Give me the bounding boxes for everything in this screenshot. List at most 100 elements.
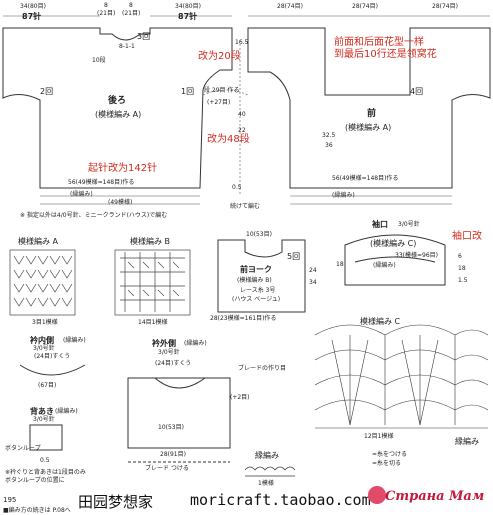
back-label-2: 2回 — [40, 87, 54, 96]
neck-top-a: 8 — [104, 2, 108, 9]
front-red-note-1: 前面和后面花型一样 — [334, 37, 424, 48]
watermark-chinese: 田园梦想家 — [78, 493, 154, 511]
front-dim-b: 36 — [325, 142, 333, 149]
collar-outer-title: 衿外側 — [152, 339, 176, 348]
pattern-b-footer: 14目1模様 — [138, 319, 168, 326]
neck-top-d: 8 — [129, 2, 133, 9]
yoke-title: 前ヨーク — [240, 265, 272, 274]
footnote: ※ 指定以外は4/0号針、ミニークランド(ハウス)で編む — [20, 212, 168, 219]
page-number: 195 — [3, 496, 17, 504]
neck-top-c: (21目) — [122, 10, 141, 17]
yoke-dims-top: 10(53目) — [246, 231, 272, 238]
yoke-material: レース糸 3号 — [240, 287, 276, 294]
back-dimension-lines — [3, 15, 232, 205]
middle-dim-1: 16.5 — [235, 39, 249, 46]
yoke-dims-bottom: 28(23模様=161目)作る — [210, 315, 277, 322]
pattern-a-footer: 3目1模様 — [32, 319, 58, 326]
watermark-url: moricraft.taobao.com — [190, 491, 371, 509]
back-opening-title: 背あき — [30, 407, 54, 416]
middle-bottom-note: 続けて編む — [230, 203, 261, 210]
front-width-a: 28(74目) — [277, 3, 303, 10]
back-stitch-right: 87针 — [178, 12, 198, 21]
sleeve-dim-c: 18 — [336, 261, 344, 268]
sleeve-red: 袖口改 — [452, 231, 482, 242]
pattern-a-title: 模様編み A — [18, 237, 59, 246]
symbol-a: =糸をつける — [372, 451, 408, 458]
collar-outer-braid: ブレードの作り目 — [238, 365, 287, 372]
back-dim-a: 10段 — [92, 57, 106, 64]
pattern-b-chart — [114, 249, 191, 316]
back-edge: (縁編み) — [70, 191, 93, 198]
button-loop: ボタンループ — [5, 445, 41, 452]
collar-outer-title-sub: (縁編み) — [184, 340, 207, 347]
back-opening-sub: (縁編み) — [55, 408, 78, 415]
back-pattern-count: (49模様) — [108, 199, 133, 206]
neck-top-b: (21目) — [97, 10, 116, 17]
edge-pattern-note: 1模様 — [258, 480, 274, 487]
front-row-bottom: 56(49模様=148目)作る — [332, 175, 399, 182]
pattern-a-chart — [9, 249, 76, 316]
middle-dim-3: 22 — [238, 127, 246, 134]
sleeve-row: 33(模様=96目) — [395, 252, 438, 259]
pattern-c-title: 模様編み C — [360, 317, 401, 326]
middle-red-b: 改为48段 — [207, 134, 250, 145]
collar-outer-dim: 10(53目) — [158, 424, 184, 431]
front-edge: (縁編み) — [332, 192, 355, 199]
back-panel-outline — [2, 27, 233, 189]
front-red-note-2: 到最后10行还是领窝花 — [334, 49, 437, 60]
sleeve-subtitle: (模様編み C) — [370, 239, 417, 248]
sleeve-dim-d: 1.5 — [458, 277, 468, 284]
yoke-box — [217, 239, 306, 313]
pattern-edge-label: 縁編み — [455, 437, 479, 446]
edge-pattern-title: 縁編み — [255, 451, 279, 460]
pattern-c-footer: 12目1模様 — [364, 433, 394, 440]
collar-outer-bottom: 28(91目) — [160, 451, 186, 458]
front-dim-a: 32.5 — [322, 132, 336, 139]
collar-inner-note-a: ※衿ぐりと背あきは1段目のみ — [5, 469, 86, 476]
front-panel-outline — [247, 27, 491, 189]
collar-inner-drawing — [19, 364, 86, 451]
collar-inner-stitch: (67目) — [38, 382, 57, 389]
front-subtitle: (模様編み A) — [345, 123, 392, 132]
collar-inner-row: (24目)すくう — [34, 353, 71, 360]
sleeve-cuff-drawing — [344, 234, 446, 286]
middle-red-a: 改为20段 — [198, 51, 241, 62]
sleeve-hook: 3/0号針 — [398, 221, 420, 228]
front-dimension-lines — [248, 15, 490, 205]
back-label-1: 1回 — [181, 87, 195, 96]
middle-guides — [202, 40, 249, 195]
back-neck-label: 3回 — [137, 32, 151, 41]
collar-inner-dim: 0.5 — [40, 457, 50, 464]
back-title: 後ろ — [108, 96, 127, 106]
yoke-subtitle: (模様編み B) — [237, 277, 272, 284]
back-width-left: 34(80目) — [20, 3, 46, 10]
sleeve-dim-a: 6 — [458, 253, 462, 260]
middle-row-label: 段 29目 作る — [204, 87, 240, 94]
back-row-bottom: 56(49模様=148目)作る — [68, 179, 135, 186]
sleeve-title: 袖口 — [372, 220, 388, 229]
sleeve-edge-inner: (縁編み) — [373, 262, 396, 269]
pattern-b-title: 模様編み B — [130, 237, 171, 246]
yoke-label: 5回 — [287, 252, 301, 261]
middle-dim-5: 0.5 — [232, 184, 242, 191]
collar-outer-drawing — [127, 377, 231, 463]
middle-dim-2: 40 — [238, 111, 246, 118]
front-title: 前 — [367, 109, 377, 119]
front-width-b: 28(74目) — [352, 3, 378, 10]
edge-pattern-drawing — [244, 466, 296, 477]
yoke-dim-right: 34 — [309, 279, 317, 286]
collar-outer-side: (+2目) — [230, 394, 250, 401]
watermark-logo: Страна Мам — [385, 489, 485, 504]
middle-dim-4: (+27目) — [207, 99, 231, 106]
front-label-4: 4回 — [410, 87, 424, 96]
continuation-note: ■編み方の続きは P.08へ — [3, 507, 71, 514]
pattern-c-chart — [314, 324, 489, 429]
back-width-right: 34(80目) — [175, 3, 201, 10]
collar-inner-title-sub: (縁編み) — [63, 337, 86, 344]
collar-inner-hook: 3/0号針 — [33, 345, 55, 352]
sleeve-dim-b: 18 — [458, 265, 466, 272]
front-width-c: 28(74目) — [432, 3, 458, 10]
back-red-note: 起针改为142针 — [88, 163, 158, 174]
yoke-dim-left: 24 — [309, 267, 317, 274]
